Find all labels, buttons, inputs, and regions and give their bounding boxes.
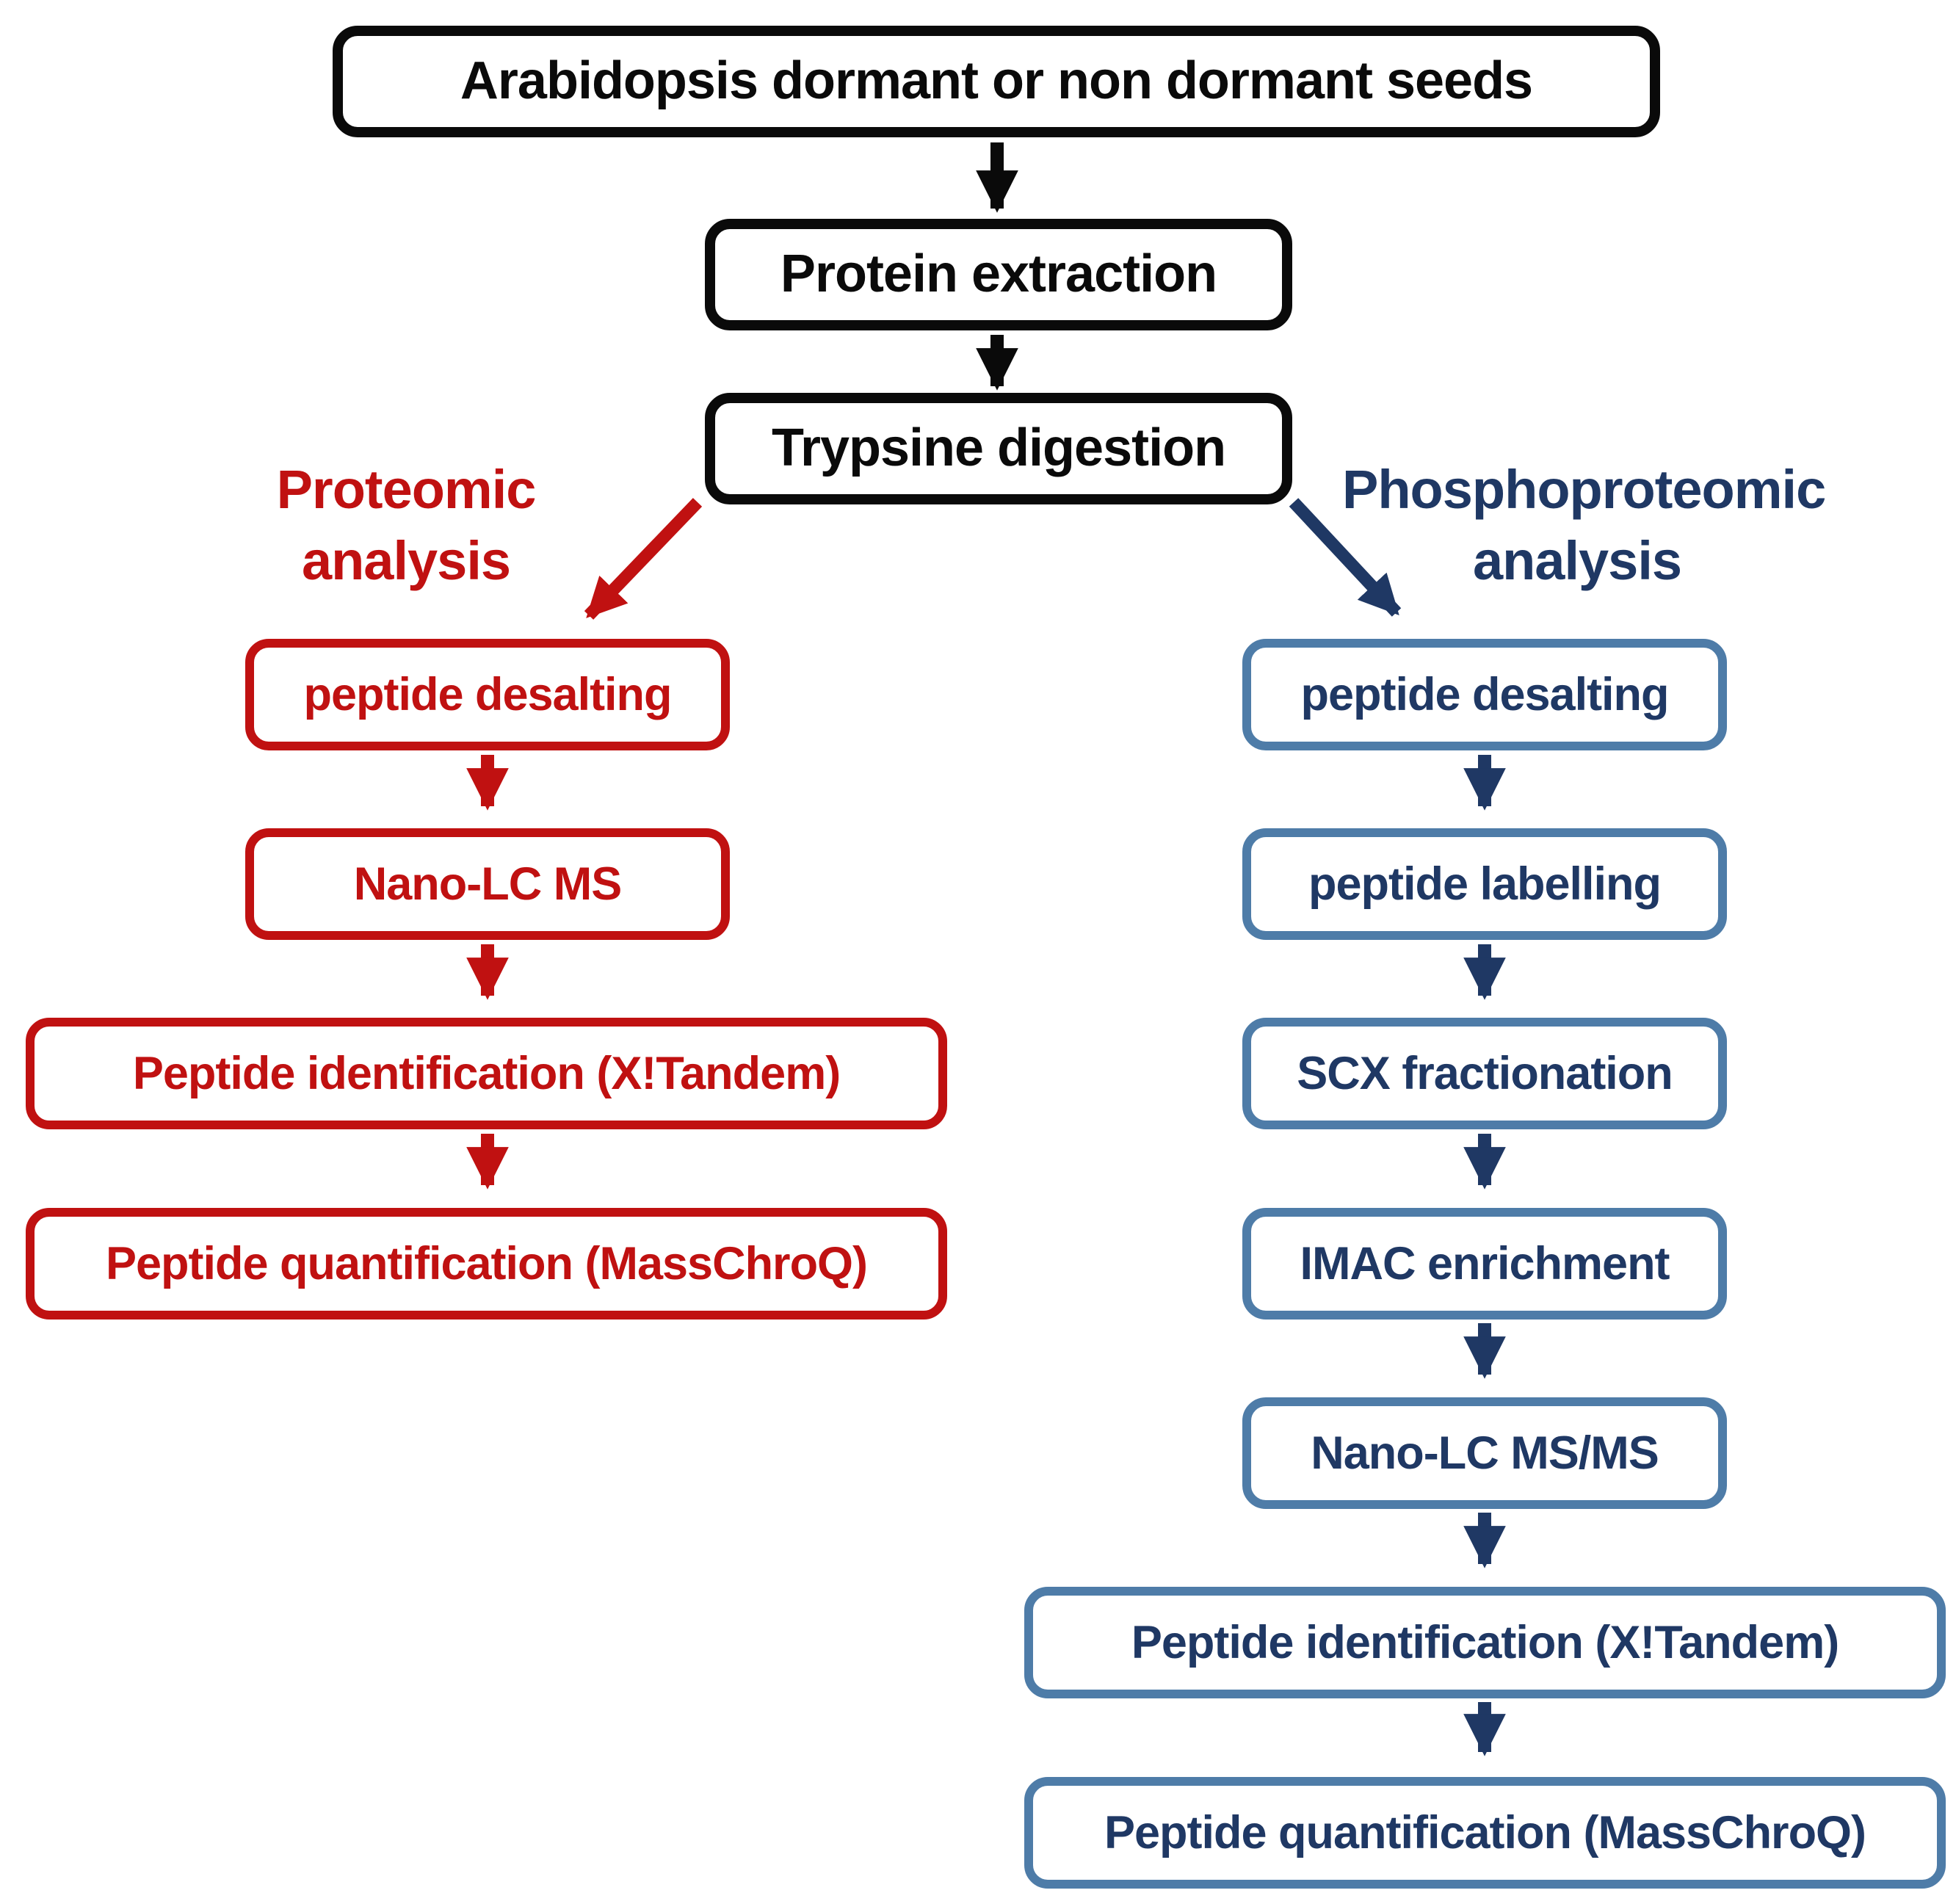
phosphoproteomic-branch-label-line2: analysis: [1472, 530, 1682, 591]
phosphoproteomic-branch-label: Phosphoproteomic analysis: [1342, 454, 1826, 596]
flow-box-trypsine-digestion-label: Trypsine digestion: [771, 419, 1226, 478]
flow-box-red-nano-lc-ms: Nano-LC MS: [245, 828, 730, 940]
flow-box-red-nano-lc-ms-label: Nano-LC MS: [353, 858, 622, 910]
flow-box-red-peptide-identification: Peptide identification (X!Tandem): [26, 1018, 947, 1129]
flow-box-blue-peptide-quantification-label: Peptide quantification (MassChroQ): [1104, 1806, 1866, 1858]
flow-box-seeds-label: Arabidopsis dormant or non dormant seeds: [460, 51, 1533, 111]
flow-box-blue-peptide-desalting: peptide desalting: [1242, 639, 1727, 750]
flow-box-red-peptide-identification-label: Peptide identification (X!Tandem): [132, 1047, 841, 1099]
flow-box-blue-scx-fractionation: SCX fractionation: [1242, 1018, 1727, 1129]
flow-box-blue-peptide-identification-label: Peptide identification (X!Tandem): [1131, 1616, 1839, 1668]
flow-box-protein-extraction: Protein extraction: [705, 219, 1292, 330]
flow-box-blue-peptide-quantification: Peptide quantification (MassChroQ): [1024, 1777, 1946, 1889]
proteomic-branch-label-line1: Proteomic: [276, 459, 537, 520]
flow-box-red-peptide-desalting: peptide desalting: [245, 639, 730, 750]
flow-box-seeds: Arabidopsis dormant or non dormant seeds: [333, 26, 1660, 137]
phosphoproteomic-branch-label-line1: Phosphoproteomic: [1342, 459, 1826, 520]
proteomic-branch-label: Proteomic analysis: [222, 454, 590, 596]
flow-box-blue-imac-enrichment: IMAC enrichment: [1242, 1208, 1727, 1320]
flow-box-blue-peptide-labelling-label: peptide labelling: [1308, 858, 1662, 910]
flow-box-red-peptide-quantification-label: Peptide quantification (MassChroQ): [105, 1237, 868, 1289]
flow-box-blue-nano-lc-ms-ms: Nano-LC MS/MS: [1242, 1397, 1727, 1509]
flow-box-protein-extraction-label: Protein extraction: [780, 245, 1217, 304]
flow-box-blue-peptide-desalting-label: peptide desalting: [1300, 668, 1669, 720]
flow-box-blue-peptide-labelling: peptide labelling: [1242, 828, 1727, 940]
flow-box-blue-nano-lc-ms-ms-label: Nano-LC MS/MS: [1311, 1427, 1659, 1479]
connector-arrow-digestion-to-proteomic: [584, 498, 703, 620]
flow-box-blue-peptide-identification: Peptide identification (X!Tandem): [1024, 1587, 1946, 1698]
proteomic-branch-label-line2: analysis: [301, 530, 511, 591]
flow-box-trypsine-digestion: Trypsine digestion: [705, 393, 1292, 504]
flow-box-blue-imac-enrichment-label: IMAC enrichment: [1300, 1237, 1670, 1289]
flow-box-red-peptide-quantification: Peptide quantification (MassChroQ): [26, 1208, 947, 1320]
flow-box-blue-scx-fractionation-label: SCX fractionation: [1297, 1047, 1673, 1099]
flow-box-red-peptide-desalting-label: peptide desalting: [303, 668, 672, 720]
